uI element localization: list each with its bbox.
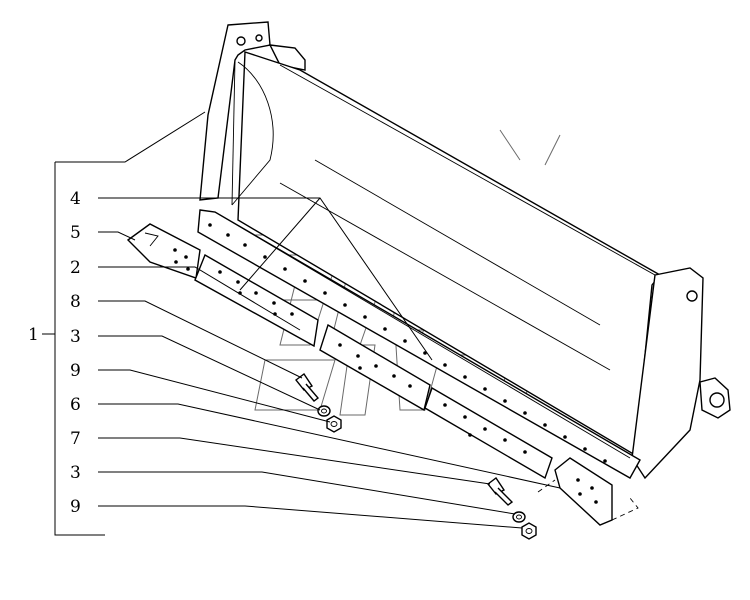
- callout-2: 2: [70, 258, 81, 278]
- callout-1: 1: [28, 325, 39, 345]
- leader-lines: [42, 111, 561, 536]
- callout-4: 4: [70, 189, 81, 209]
- cutting-edge-segment-middle: [319, 323, 431, 412]
- callout-7: 7: [70, 429, 81, 449]
- cutting-edge-holes: [208, 223, 607, 463]
- right-corner-wear-piece: [537, 457, 639, 526]
- nut-lower: [521, 522, 537, 540]
- left-corner-wear-piece: [126, 223, 201, 279]
- callout-3-upper: 3: [70, 327, 81, 347]
- bolt-upper: [295, 372, 320, 402]
- bucket-body: [197, 21, 731, 480]
- nut-upper: [326, 415, 342, 433]
- cutting-edge-segment-right: [424, 386, 553, 480]
- callout-6: 6: [70, 395, 81, 415]
- callout-9-upper: 9: [70, 361, 81, 381]
- bolt-lower: [487, 476, 514, 506]
- washer-lower: [512, 511, 526, 523]
- callout-9-lower: 9: [70, 497, 81, 517]
- callout-3-lower: 3: [70, 463, 81, 483]
- washer-upper: [317, 405, 331, 417]
- callout-8: 8: [70, 292, 81, 312]
- callout-5: 5: [70, 223, 81, 243]
